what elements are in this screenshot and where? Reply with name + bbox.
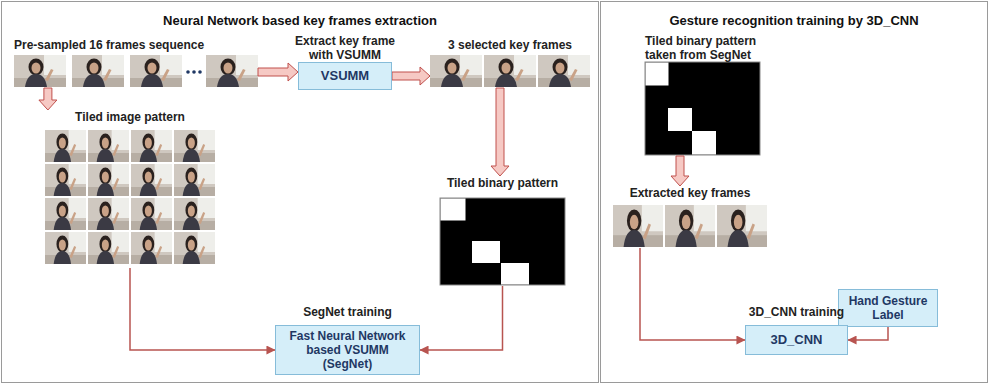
flow-line [640, 248, 745, 340]
key-frame [665, 205, 715, 247]
tile [88, 164, 129, 196]
network-box: 3D_CNN training3D_CNN [745, 305, 848, 355]
image-caption: Tiled binary pattern taken from SegNet [645, 34, 770, 62]
tile [174, 198, 215, 230]
tile [131, 130, 172, 162]
image-caption: Tiled binary pattern [437, 176, 568, 190]
frame-sequence: Pre-sampled 16 frames sequence [14, 38, 258, 88]
binary-pattern-left [440, 198, 565, 285]
binary-ground [645, 62, 760, 155]
video-frame [130, 55, 182, 87]
block-arrow [39, 88, 57, 110]
key-frame [613, 205, 663, 247]
box-text: Hand Gesture Label [844, 294, 932, 322]
panel-title: Gesture recognition training by 3D_CNN [601, 2, 987, 29]
binary-pattern-right [645, 62, 760, 155]
tile [131, 164, 172, 196]
key-frame-thumbnails [430, 55, 590, 87]
tile [45, 130, 86, 162]
extracted-frame-thumbnails [613, 205, 767, 247]
process-box: Extract key frame with VSUMMVSUMM [298, 34, 392, 90]
key-frame-group: Extracted key frames [610, 186, 770, 248]
key-frame-group: 3 selected key frames [430, 38, 590, 88]
box-heading: Extract key frame with VSUMM [286, 34, 404, 62]
block-arrow [392, 67, 430, 85]
binary-cell [441, 199, 466, 221]
key-frame [430, 55, 482, 87]
panel-title: Neural Network based key frames extracti… [2, 2, 598, 29]
box-frame: VSUMM [298, 62, 392, 90]
block-arrow [671, 156, 689, 186]
video-frame [14, 55, 66, 87]
label-box: Hand Gesture Label [838, 289, 938, 327]
binary-cell [472, 241, 500, 263]
binary-cell [646, 63, 669, 86]
flow-line [130, 268, 275, 350]
box-heading: 3D_CNN training [739, 305, 854, 319]
box-frame: 3D_CNN [745, 325, 848, 355]
tile [88, 232, 129, 264]
block-arrow [258, 63, 298, 81]
tile [174, 164, 215, 196]
binary-cell [668, 108, 692, 131]
binary-pattern: Tiled binary pattern [437, 176, 568, 286]
tiled-image-grid [45, 130, 215, 264]
binary-cell [501, 263, 529, 285]
frame-thumbnails [14, 55, 258, 87]
box-heading: SegNet training [275, 305, 420, 319]
flow-line [420, 286, 503, 350]
network-box: SegNet trainingFast Neural Network based… [275, 305, 420, 375]
tile [45, 198, 86, 230]
box-text: Fast Neural Network based VSUMM (SegNet) [281, 329, 414, 371]
tile [131, 198, 172, 230]
image-caption: 3 selected key frames [430, 38, 590, 52]
tile [88, 130, 129, 162]
key-frame [538, 55, 590, 87]
ellipsis-dot [198, 70, 202, 74]
block-arrow [491, 88, 509, 176]
video-frame [72, 55, 124, 87]
key-frame [484, 55, 536, 87]
key-frame [717, 205, 767, 247]
image-caption: Pre-sampled 16 frames sequence [14, 38, 258, 52]
video-frame [206, 55, 258, 87]
tile [45, 232, 86, 264]
box-text: 3D_CNN [770, 333, 822, 347]
binary-ground [440, 198, 565, 285]
tiled-image: Tiled image pattern [40, 110, 220, 268]
panel: Gesture recognition training by 3D_CNN Ti… [600, 1, 988, 383]
tile [45, 164, 86, 196]
box-frame: Fast Neural Network based VSUMM (SegNet) [275, 325, 420, 375]
tile [174, 232, 215, 264]
tile [174, 130, 215, 162]
panel: Neural Network based key frames extracti… [1, 1, 599, 383]
binary-cell [692, 131, 716, 155]
ellipsis-dot [186, 70, 190, 74]
box-text: VSUMM [321, 69, 369, 83]
image-caption: Extracted key frames [610, 186, 770, 200]
binary-pattern: Tiled binary pattern taken from SegNet [645, 34, 770, 156]
flow-line [848, 327, 888, 340]
tile [88, 198, 129, 230]
ellipsis-dot [192, 70, 196, 74]
image-caption: Tiled image pattern [40, 110, 220, 124]
tile [131, 232, 172, 264]
